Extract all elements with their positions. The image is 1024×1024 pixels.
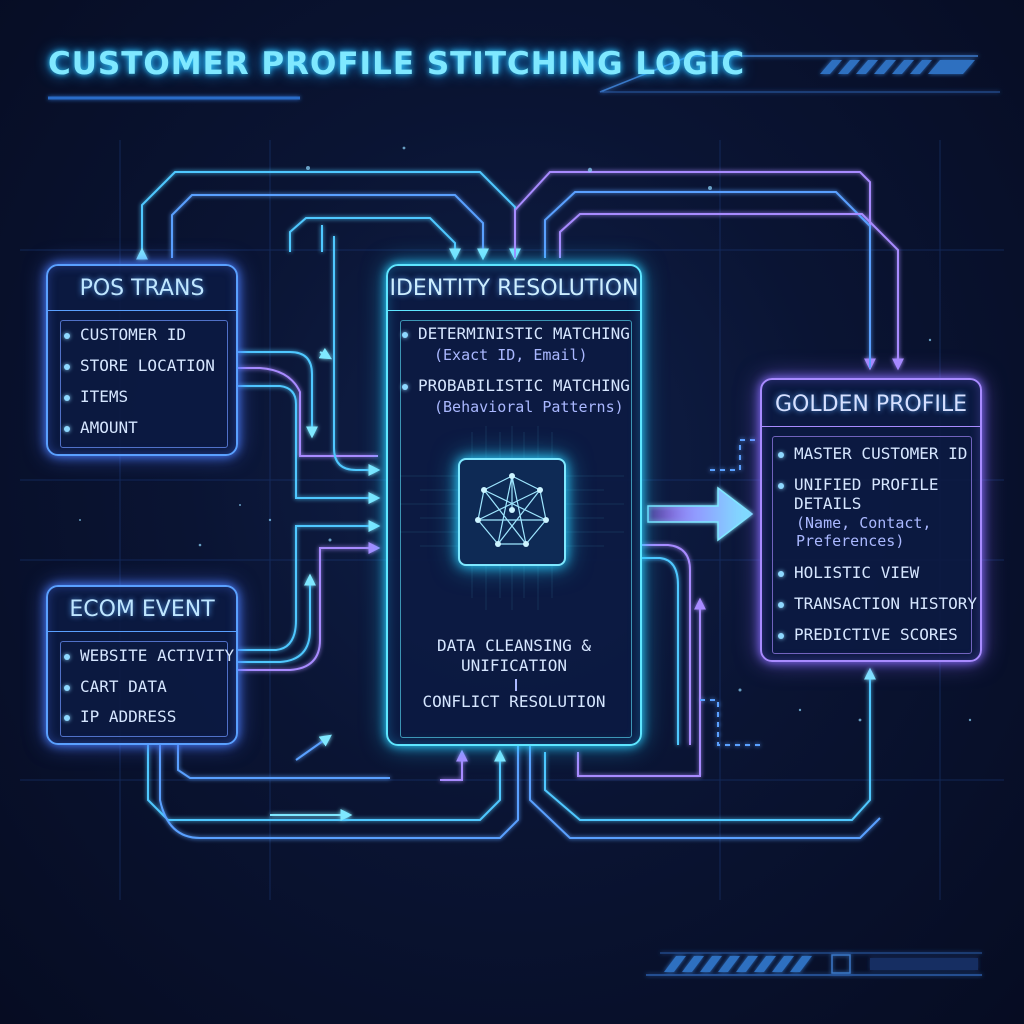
matching-methods-panel <box>400 320 632 738</box>
field-ip-address: IP ADDRESS <box>80 707 177 726</box>
field-customer-id: CUSTOMER ID <box>80 325 186 344</box>
method-probabilistic-matching: PROBABILISTIC MATCHING <box>418 376 630 395</box>
bullet-icon <box>64 395 70 401</box>
field-cart-data: CART DATA <box>80 677 167 696</box>
field-unified-profile: UNIFIED PROFILE <box>794 475 939 494</box>
card-header: IDENTITY RESOLUTION <box>389 276 639 301</box>
bullet-icon <box>778 633 784 639</box>
field-items: ITEMS <box>80 387 129 406</box>
field-predictive-scores: PREDICTIVE SCORES <box>794 625 958 644</box>
card-header: POS TRANS <box>79 276 205 301</box>
bullet-icon <box>64 715 70 721</box>
page-title: CUSTOMER PROFILE STITCHING LOGIC <box>48 46 746 82</box>
bullet-icon <box>778 602 784 608</box>
bullet-icon <box>64 654 70 660</box>
card-header: GOLDEN PROFILE <box>774 392 968 417</box>
field-transaction-history: TRANSACTION HISTORY <box>794 594 978 613</box>
field-list-panel <box>60 641 228 737</box>
field-store-location: STORE LOCATION <box>80 356 215 375</box>
star-specks <box>79 146 972 722</box>
field-website-activity: WEBSITE ACTIVITY <box>80 646 235 665</box>
source-card-ecom-event: ECOM EVENT WEBSITE ACTIVITY CART DATA IP… <box>46 585 238 745</box>
bullet-icon <box>402 384 408 390</box>
neural-network-chip-icon <box>458 458 566 566</box>
title-decoration <box>48 55 1000 100</box>
card-divider <box>48 631 236 632</box>
bullet-icon <box>64 333 70 339</box>
card-divider <box>762 426 980 427</box>
network-graph-icon <box>475 473 549 547</box>
golden-profile-card: GOLDEN PROFILE MASTER CUSTOMER ID UNIFIE… <box>760 378 982 662</box>
bullet-icon <box>778 571 784 577</box>
data-cleansing-label: DATA CLEANSING & <box>436 636 592 655</box>
field-list-panel <box>60 320 228 448</box>
bullet-icon <box>778 452 784 458</box>
field-amount: AMOUNT <box>80 418 138 437</box>
conflict-resolution-label: CONFLICT RESOLUTION <box>422 692 606 711</box>
bullet-icon <box>64 685 70 691</box>
card-divider <box>388 310 640 311</box>
field-unified-profile-detail-1: (Name, Contact, <box>796 514 932 532</box>
bullet-icon <box>64 364 70 370</box>
field-holistic-view: HOLISTIC VIEW <box>794 563 920 582</box>
bullet-icon <box>402 332 408 338</box>
method-deterministic-detail: (Exact ID, Email) <box>434 346 588 364</box>
field-master-customer-id: MASTER CUSTOMER ID <box>794 444 968 463</box>
process-separator <box>515 679 517 691</box>
method-deterministic-matching: DETERMINISTIC MATCHING <box>418 324 630 343</box>
bullet-icon <box>64 426 70 432</box>
profile-fields-panel <box>772 436 972 654</box>
field-unified-profile-details: DETAILS <box>794 494 862 513</box>
method-probabilistic-detail: (Behavioral Patterns) <box>434 398 624 416</box>
flow-arrow-to-golden-profile <box>647 486 754 542</box>
card-header: ECOM EVENT <box>69 597 215 622</box>
bullet-icon <box>778 483 784 489</box>
unification-label: UNIFICATION <box>461 656 567 675</box>
card-divider <box>48 310 236 311</box>
source-card-pos-trans: POS TRANS CUSTOMER ID STORE LOCATION ITE… <box>46 264 238 456</box>
field-unified-profile-detail-2: Preferences) <box>796 532 905 550</box>
footer-decoration <box>646 952 982 976</box>
